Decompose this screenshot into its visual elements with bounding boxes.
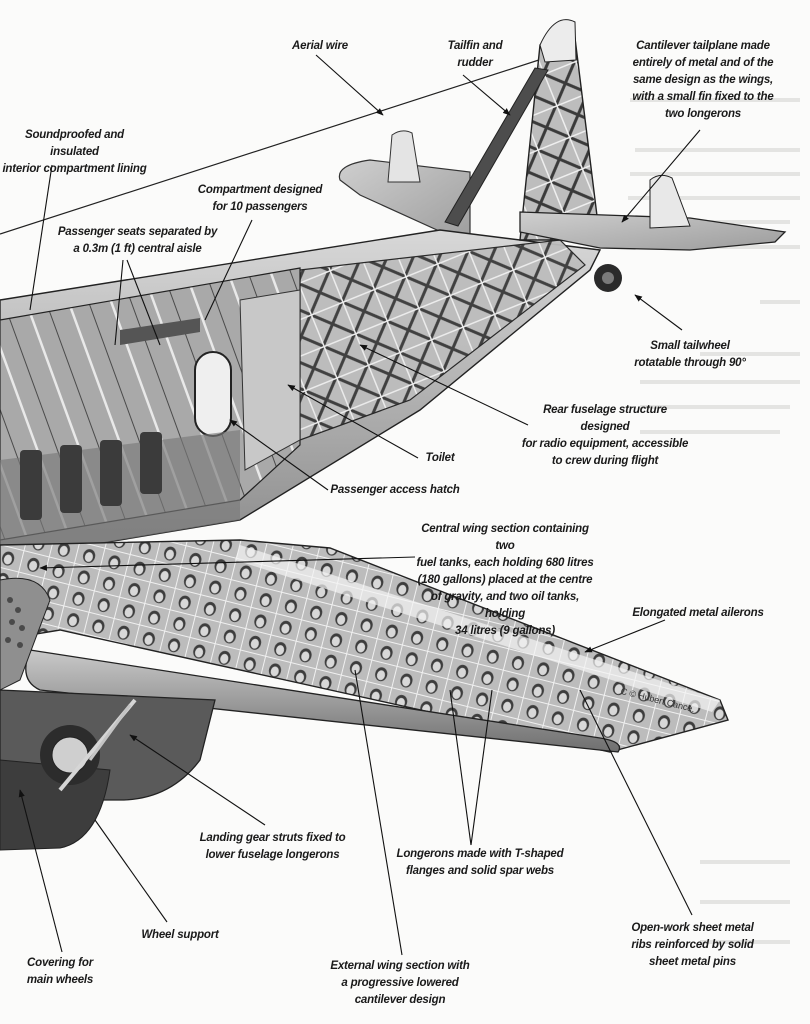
leader-lines [18,54,701,956]
label-seats: Passenger seats separated by a 0.3m (1 f… [57,226,218,255]
label-ribs: Open-work sheet metal ribs reinforced by… [631,922,754,968]
label-compartment: Compartment designed for 10 passengers [197,184,323,213]
label-tailwheel: Small tailwheel rotatable through 90° [634,340,746,369]
label-ailerons: Elongated metal ailerons [632,607,764,619]
label-longerons: Longerons made with T-shaped flanges and… [396,848,564,877]
page-bleed-text [628,98,800,944]
label-central-wing: Central wing section containing two fuel… [416,523,594,637]
label-tailplane: Cantilever tailplane made entirely of me… [632,40,774,120]
label-covering: Covering for main wheels [26,957,94,986]
tailfin [444,19,601,241]
leading-edge-spar [25,649,621,753]
tailplane-left [338,130,471,246]
fuselage [0,229,602,561]
label-hatch: Passenger access hatch [330,484,460,496]
label-soundproofed: Soundproofed and insulated interior comp… [2,129,147,175]
label-wheel-support: Wheel support [141,929,219,941]
tailplane-right [519,174,787,292]
wing [0,539,729,753]
label-toilet: Toilet [425,452,455,464]
passenger-hatch [194,351,232,437]
label-landing-gear: Landing gear struts fixed to lower fusel… [199,832,346,861]
label-aerial-wire: Aerial wire [292,40,348,52]
label-tailfin: Tailfin and rudder [447,40,503,69]
landing-gear [0,689,216,851]
label-rear-fuselage: Rear fuselage structure designed for rad… [521,404,689,467]
label-external-wing: External wing section with a progressive… [330,960,470,1006]
aerial-wire [0,57,546,235]
